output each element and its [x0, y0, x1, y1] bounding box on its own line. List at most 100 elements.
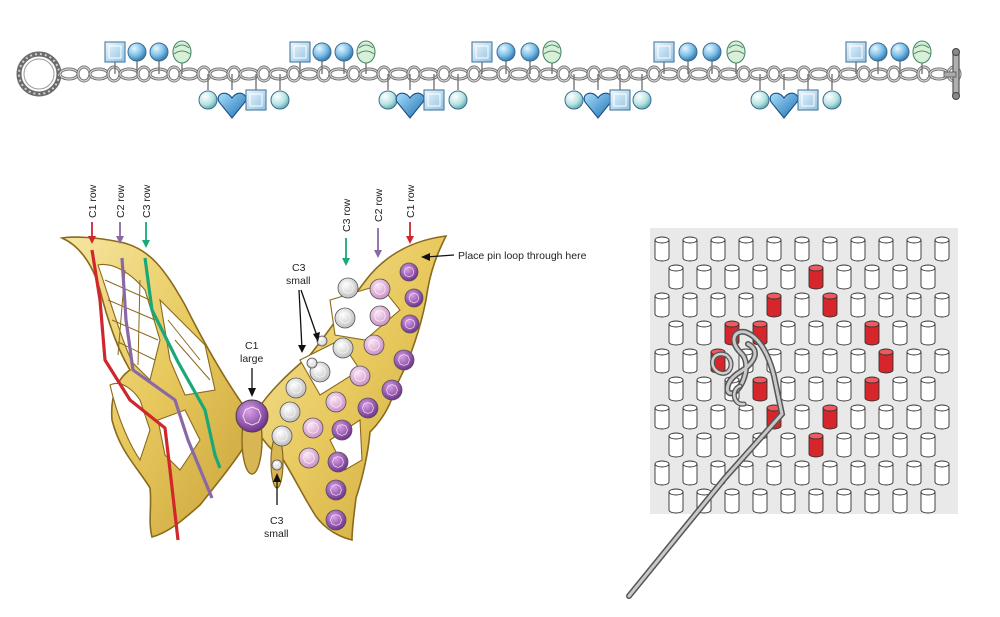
peg-top [724, 432, 740, 440]
peg-top [780, 264, 796, 272]
peg-top [836, 376, 852, 384]
crystal-stone [325, 509, 347, 531]
crystal-facet [273, 461, 281, 469]
peg-top [668, 264, 684, 272]
chain-link-highlight [737, 66, 751, 82]
peg-white [808, 323, 824, 346]
peg-top [892, 264, 908, 272]
crystal-stone [325, 479, 347, 501]
peg-white [878, 407, 894, 430]
peg-white [780, 491, 796, 514]
peg-top [920, 488, 936, 496]
left-wing-lattice [104, 269, 211, 381]
cube-bead [797, 89, 819, 111]
crystal-facet [330, 484, 342, 496]
butterfly-labels: C1 row C2 row C3 row C3 row C2 row C1 ro… [87, 184, 587, 540]
crystal-facet [354, 370, 366, 382]
peg-top [906, 460, 922, 468]
peg-white [654, 407, 670, 430]
peg-top [850, 404, 866, 412]
butterfly-crystals [235, 262, 424, 531]
crystal-facet [276, 430, 288, 442]
round-bead [868, 42, 888, 62]
peg-top [780, 320, 796, 328]
peg-white [668, 267, 684, 290]
heart-charm [217, 92, 247, 119]
crystal-facet [374, 310, 386, 322]
peg-white [892, 379, 908, 402]
cube-bead [471, 41, 493, 63]
peg-top [906, 348, 922, 356]
round-bead [496, 42, 516, 62]
peg-white [906, 463, 922, 486]
c1-row-label-right: C1 row [405, 184, 417, 218]
peg-white [878, 295, 894, 318]
peg-white [850, 351, 866, 374]
chain-link-highlight [887, 66, 901, 82]
crystal-facet [284, 406, 296, 418]
peg-top [878, 292, 894, 300]
crystal-stone [298, 447, 320, 469]
c1-large-label-line2: large [240, 353, 264, 365]
peg-top [850, 236, 866, 244]
peg-top [794, 404, 810, 412]
cube-bead [609, 89, 631, 111]
peg-top [780, 376, 796, 384]
crystal-facet [404, 318, 416, 330]
peg-white [892, 323, 908, 346]
peg-white [920, 267, 936, 290]
crystal-stone [327, 451, 349, 473]
peg-top [892, 432, 908, 440]
peg-red [864, 379, 880, 402]
peg-white [682, 463, 698, 486]
pegboard-pegs [654, 236, 950, 514]
peg-top [752, 488, 768, 496]
peg-top [920, 320, 936, 328]
shell-charm-ridge [727, 44, 745, 55]
crystal-facet [408, 292, 420, 304]
cube-bead [845, 41, 867, 63]
peg-white [738, 239, 754, 262]
cube-bead [653, 41, 675, 63]
round-bead [378, 90, 398, 110]
round-bead [890, 42, 910, 62]
cube-bead [423, 89, 445, 111]
crystal-stone [400, 314, 420, 334]
peg-top [878, 460, 894, 468]
c3-row-label-right: C3 row [341, 198, 353, 232]
crystal-facet [368, 339, 380, 351]
peg-white [864, 491, 880, 514]
peg-top [668, 488, 684, 496]
crystal-facet [362, 402, 374, 414]
crystal-stone [331, 419, 353, 441]
c3-small-top-label-line1: C3 [292, 262, 306, 274]
c3-row-label-left: C3 row [141, 184, 153, 218]
peg-top [654, 404, 670, 412]
pin-loop-arrow [425, 254, 455, 258]
peg-top [682, 236, 698, 244]
peg-top [696, 264, 712, 272]
peg-white [836, 435, 852, 458]
peg-top [724, 488, 740, 496]
peg-top [682, 460, 698, 468]
peg-white [892, 267, 908, 290]
crystal-facet [398, 354, 410, 366]
peg-top [864, 432, 880, 440]
peg-white [668, 491, 684, 514]
peg-top [654, 236, 670, 244]
crystal-facet [330, 514, 342, 526]
crystal-stone [285, 377, 307, 399]
chain-link-highlight [497, 66, 511, 82]
peg-white [794, 295, 810, 318]
crystal-facet [330, 396, 342, 408]
c3-small-top-arrow-a [300, 289, 318, 337]
crystal-c1-large-facet [242, 406, 262, 426]
peg-red [766, 295, 782, 318]
chain-link-highlight [287, 66, 301, 82]
peg-white [850, 295, 866, 318]
crystal-facet [386, 384, 398, 396]
peg-white [836, 379, 852, 402]
peg-white [738, 407, 754, 430]
c3-small-top-label-line2: small [286, 275, 311, 287]
round-bead [312, 42, 332, 62]
